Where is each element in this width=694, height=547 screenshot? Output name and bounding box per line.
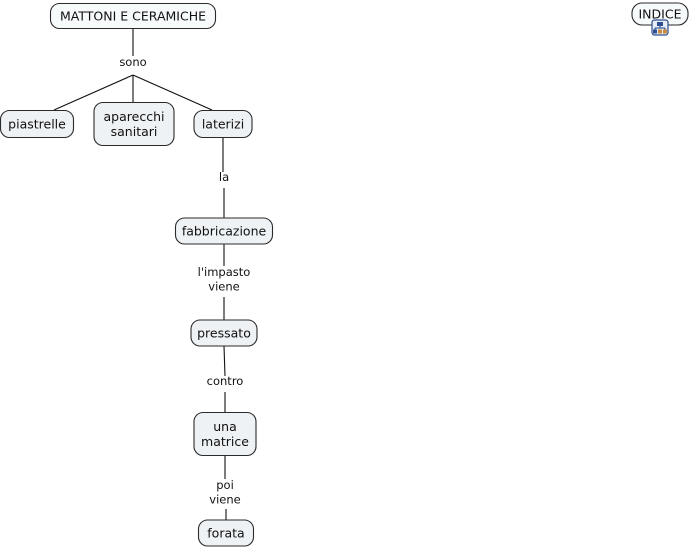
index-button-label: INDICE (639, 6, 682, 21)
link-segment (132, 74, 213, 111)
node-label: fabbricazione (182, 223, 267, 238)
index-button[interactable]: INDICE (631, 2, 689, 36)
node-label: MATTONI E CERAMICHE (60, 8, 206, 23)
node-forata[interactable]: forata (197, 519, 255, 547)
icon-part (658, 29, 662, 34)
link-segment (53, 74, 134, 111)
node-box[interactable] (197, 519, 255, 547)
node-box[interactable] (49, 2, 217, 30)
node-piastrelle[interactable]: piastrelle (0, 109, 75, 139)
node-box[interactable] (193, 109, 253, 139)
icon-part (663, 29, 667, 34)
node-box[interactable] (174, 217, 274, 245)
icon-part (653, 29, 657, 34)
node-fabbric[interactable]: fabbricazione (174, 217, 274, 245)
hierarchy-tree-icon[interactable] (651, 19, 669, 36)
link-label: contro (207, 374, 244, 388)
node-label: laterizi (202, 116, 244, 131)
node-pressato[interactable]: pressato (190, 319, 258, 347)
link-segment (223, 345, 226, 377)
link-l-la: la (219, 138, 229, 218)
node-box[interactable] (193, 411, 257, 457)
icon-part (657, 22, 663, 26)
node-label: piastrelle (8, 116, 66, 131)
link-l-contro: contro (207, 345, 244, 413)
node-laterizi[interactable]: laterizi (193, 109, 253, 139)
node-label: pressato (197, 325, 251, 340)
link-l-sono: sono (53, 29, 213, 111)
node-box[interactable] (93, 101, 175, 147)
node-box[interactable] (0, 109, 75, 139)
node-label: forata (207, 525, 244, 540)
node-root[interactable]: MATTONI E CERAMICHE (49, 2, 217, 30)
node-box[interactable] (190, 319, 258, 347)
link-label: sono (119, 55, 146, 69)
link-label: la (219, 170, 229, 184)
